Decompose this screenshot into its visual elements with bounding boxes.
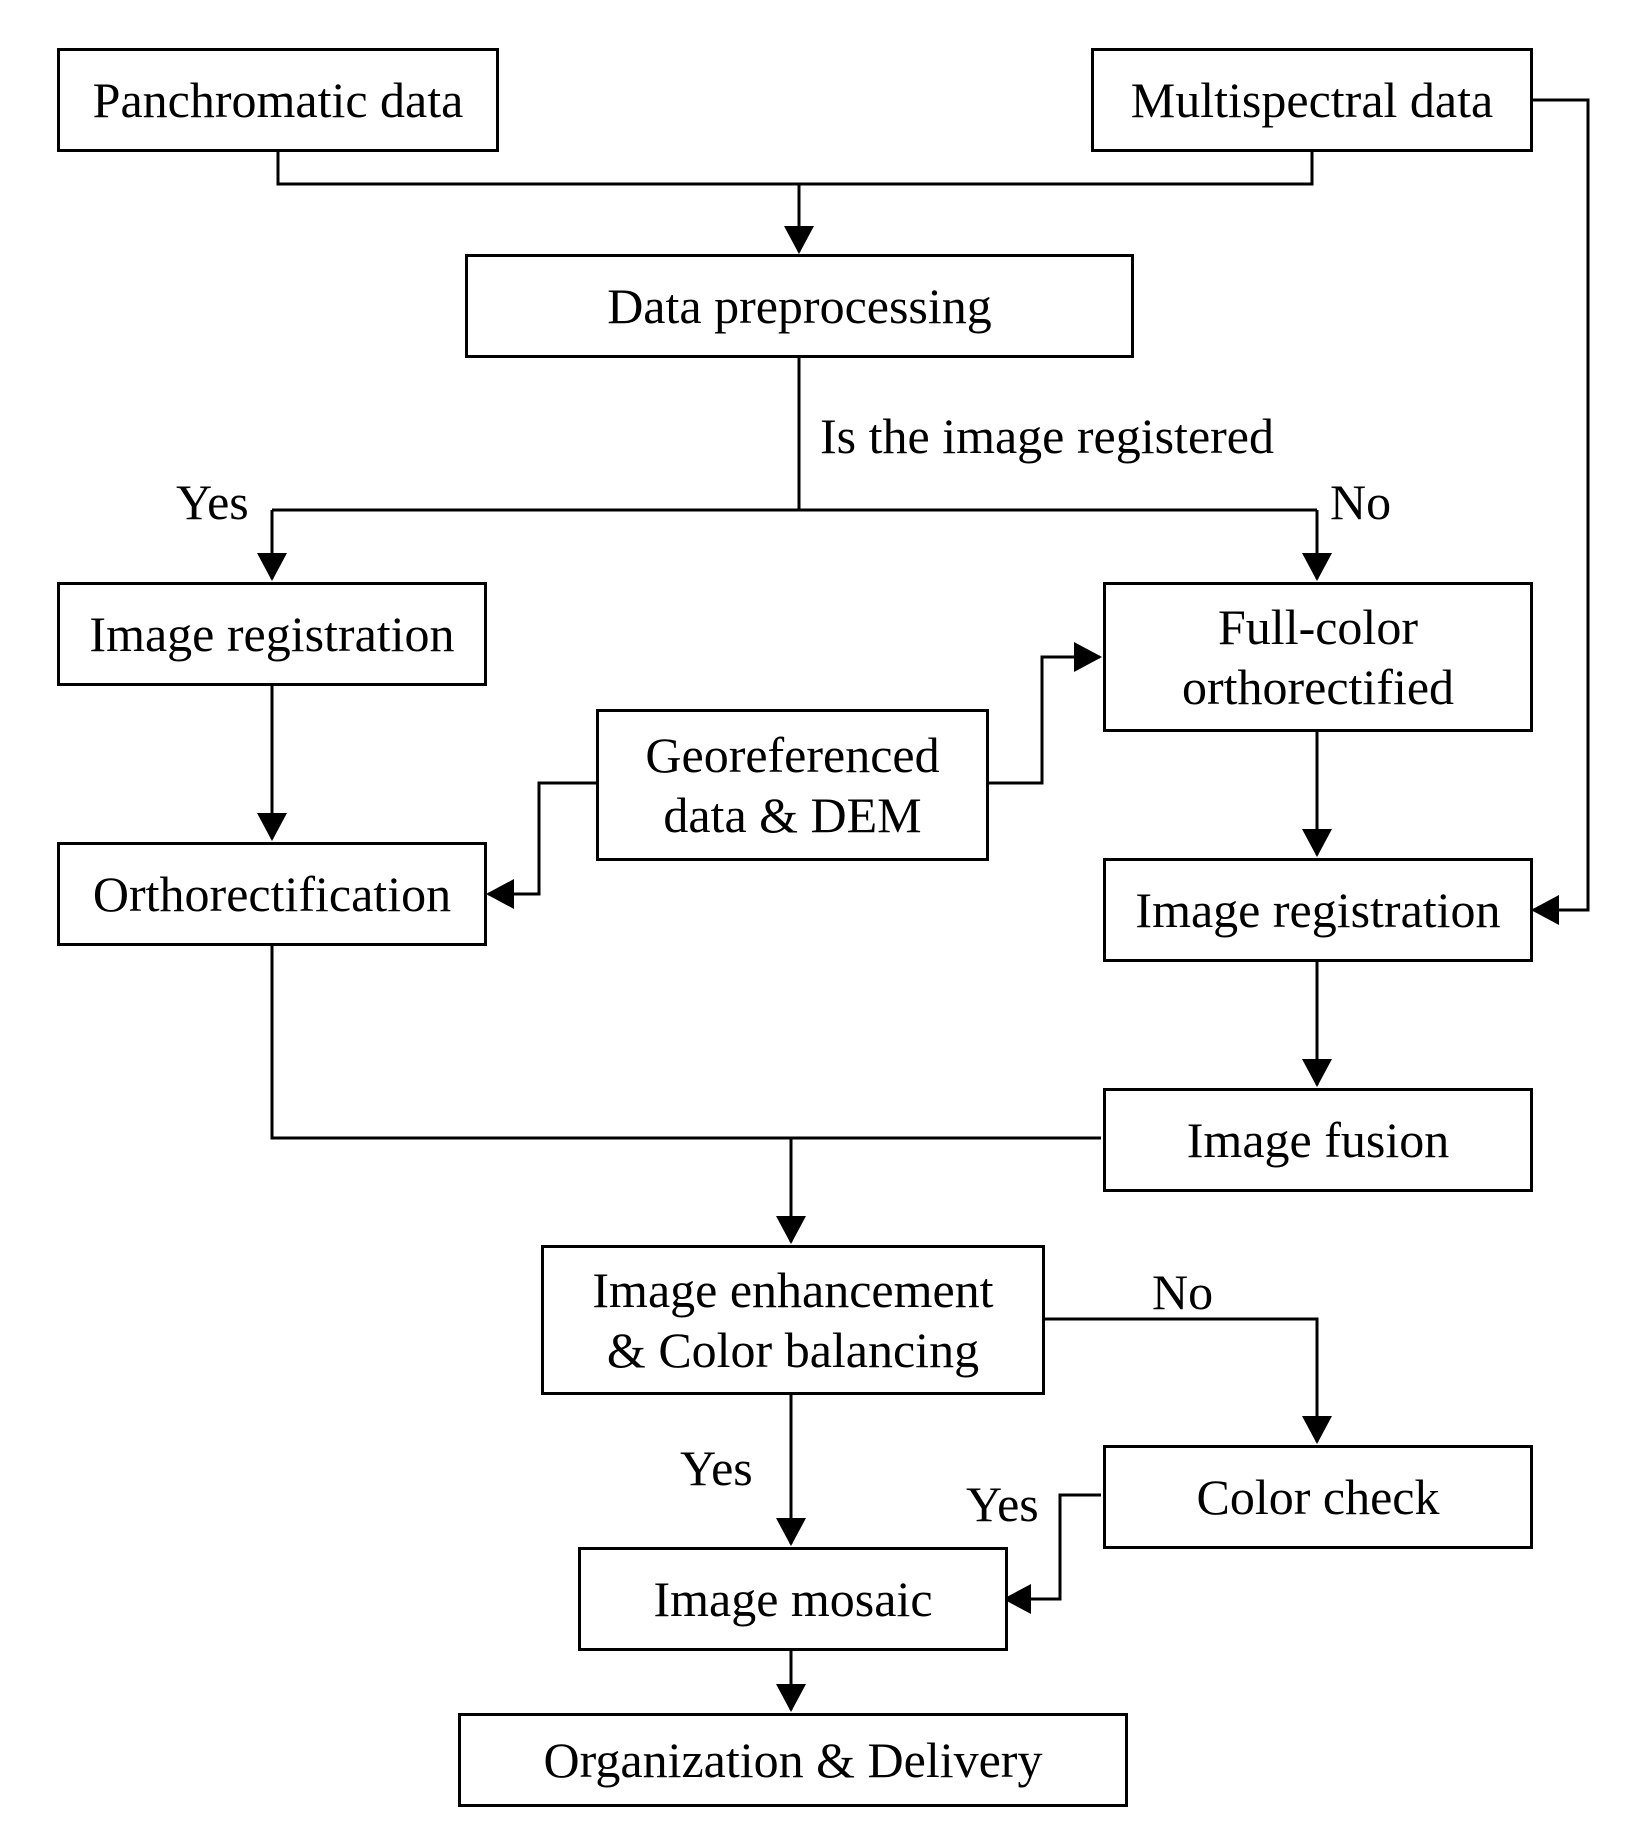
node-image-enhancement: Image enhancement & Color balancing bbox=[541, 1245, 1045, 1395]
node-label: Panchromatic data bbox=[92, 72, 464, 128]
label-yes-registered: Yes bbox=[176, 474, 249, 530]
node-organization-delivery: Organization & Delivery bbox=[458, 1713, 1128, 1807]
label-yes-enhancement: Yes bbox=[680, 1440, 753, 1496]
node-label-line-1: Georeferenced bbox=[645, 727, 940, 783]
node-label-line-2: data & DEM bbox=[663, 787, 922, 843]
label-no-color: No bbox=[1152, 1264, 1214, 1320]
connector-multispectral-to-registration-right bbox=[1530, 98, 1590, 925]
node-georeferenced-data-dem: Georeferenced data & DEM bbox=[596, 709, 989, 861]
connector-color-check-to-mosaic bbox=[1003, 1493, 1101, 1614]
node-image-fusion: Image fusion bbox=[1103, 1088, 1533, 1192]
label-yes-color-check: Yes bbox=[966, 1476, 1039, 1532]
node-label: Orthorectification bbox=[92, 866, 452, 922]
connector-enhancement-to-color-check bbox=[1041, 1317, 1332, 1444]
node-image-registration-right: Image registration bbox=[1103, 858, 1533, 962]
node-panchromatic-data: Panchromatic data bbox=[57, 48, 499, 152]
node-label: Image registration bbox=[1135, 882, 1501, 938]
node-label-line-2: & Color balancing bbox=[606, 1322, 980, 1378]
node-multispectral-data: Multispectral data bbox=[1091, 48, 1533, 152]
node-label-line-1: Full-color bbox=[1218, 599, 1418, 655]
node-label: Data preprocessing bbox=[607, 278, 992, 334]
connector-orthorectification-to-merge bbox=[270, 945, 1101, 1140]
node-full-color-orthorectified: Full-color orthorectified bbox=[1103, 582, 1533, 732]
connector-georef-to-full-color bbox=[986, 642, 1102, 785]
node-label: Color check bbox=[1196, 1469, 1440, 1525]
node-color-check: Color check bbox=[1103, 1445, 1533, 1549]
node-label: Organization & Delivery bbox=[543, 1732, 1043, 1788]
connector-georef-to-orthorectification bbox=[486, 781, 596, 909]
label-no-registered: No bbox=[1330, 474, 1392, 530]
node-label: Multispectral data bbox=[1130, 72, 1494, 128]
node-image-registration-left: Image registration bbox=[57, 582, 487, 686]
node-label-line-2: orthorectified bbox=[1181, 659, 1455, 715]
node-label: Image fusion bbox=[1186, 1112, 1450, 1168]
node-data-preprocessing: Data preprocessing bbox=[465, 254, 1134, 358]
node-label-line-1: Image enhancement bbox=[592, 1262, 994, 1318]
node-orthorectification: Orthorectification bbox=[57, 842, 487, 946]
node-label: Image mosaic bbox=[653, 1571, 933, 1627]
connector-inputs-merge bbox=[276, 152, 1314, 186]
node-image-mosaic: Image mosaic bbox=[578, 1547, 1008, 1651]
label-is-image-registered: Is the image registered bbox=[820, 408, 1274, 464]
node-label: Image registration bbox=[89, 606, 455, 662]
